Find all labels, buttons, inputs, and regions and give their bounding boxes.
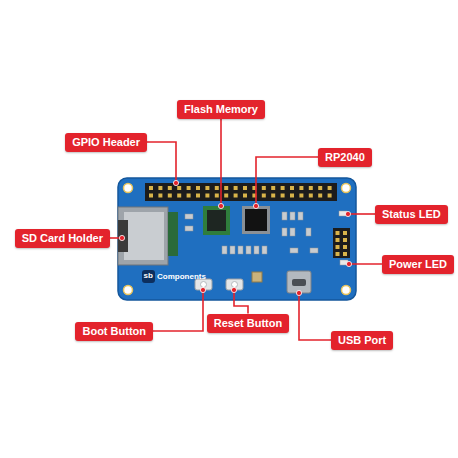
leader-dot	[231, 287, 236, 292]
mounting-holes	[124, 184, 351, 295]
callout-box: RP2040	[318, 148, 372, 167]
callout-label: Reset Button	[214, 317, 282, 329]
callout-label: SD Card Holder	[22, 232, 103, 244]
crystal	[252, 272, 262, 282]
leader-line	[349, 263, 382, 265]
leader-dot	[218, 203, 223, 208]
leader-dot	[119, 235, 124, 240]
callout-label: RP2040	[325, 151, 365, 163]
silkscreen-text: Components	[157, 272, 206, 282]
leader-line	[256, 157, 318, 206]
silkscreen-text: sb	[144, 271, 153, 281]
leader-dot	[200, 287, 205, 292]
leader-dot	[296, 290, 301, 295]
circuit-board	[118, 178, 356, 300]
callout-box: Flash Memory	[177, 100, 265, 119]
leader-dot	[253, 203, 258, 208]
leader-dot	[173, 180, 178, 185]
callout-label: Boot Button	[82, 325, 146, 337]
callout-box: USB Port	[331, 331, 393, 350]
small-components	[185, 212, 318, 254]
callout-label: Status LED	[382, 208, 441, 220]
leader-line	[234, 290, 248, 314]
side-header	[333, 228, 350, 258]
flash-chip	[203, 206, 230, 235]
usb-port	[287, 271, 311, 293]
callout-label: USB Port	[338, 334, 386, 346]
callout-box: Status LED	[375, 205, 448, 224]
leader-dot	[346, 261, 351, 266]
callout-box: Reset Button	[207, 314, 289, 333]
callout-label: Power LED	[389, 258, 447, 270]
logo-badge	[142, 270, 155, 283]
rp2040-chip	[242, 206, 270, 234]
leader-dot	[345, 211, 350, 216]
side-header-pins	[336, 231, 348, 256]
leader-line	[220, 119, 222, 207]
callout-box: SD Card Holder	[15, 229, 110, 248]
callout-label: GPIO Header	[72, 136, 140, 148]
callout-label: Flash Memory	[184, 103, 258, 115]
leader-line	[348, 213, 375, 215]
callout-box: Boot Button	[75, 322, 153, 341]
callout-box: Power LED	[382, 255, 454, 274]
leader-line	[153, 290, 203, 331]
gpio-header	[145, 183, 337, 201]
callout-box: GPIO Header	[65, 133, 147, 152]
leader-line	[299, 293, 331, 340]
header-pins	[149, 186, 332, 198]
sd-card-holder	[118, 207, 178, 265]
leader-line	[147, 142, 176, 183]
